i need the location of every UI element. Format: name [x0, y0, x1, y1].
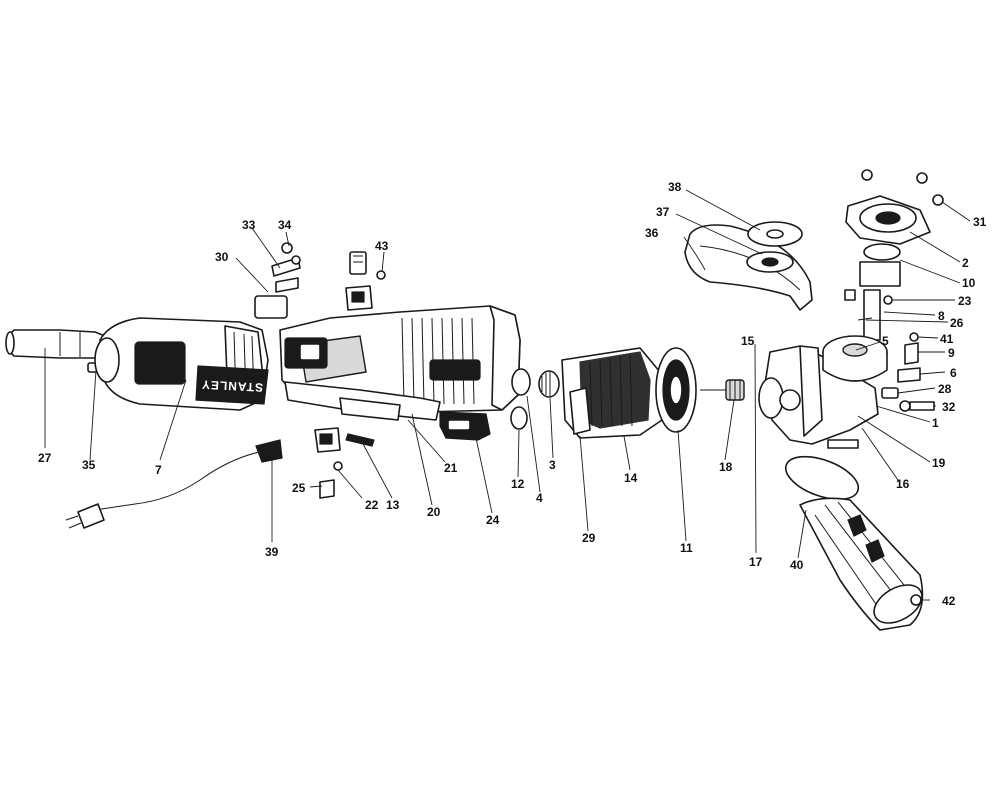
pinion-gear [700, 379, 745, 401]
callout-26: 26 [950, 316, 964, 330]
callout-10: 10 [962, 276, 976, 290]
callout-37: 37 [656, 205, 670, 219]
callout-34: 34 [278, 218, 292, 232]
motor-housing [279, 305, 521, 421]
callout-9: 9 [948, 346, 955, 360]
stator [655, 347, 697, 433]
callout-18: 18 [719, 460, 733, 474]
callout-29: 29 [582, 531, 596, 545]
callout-38: 38 [668, 180, 682, 194]
callout-2: 2 [962, 256, 969, 270]
gear-housing-screws [827, 387, 935, 449]
callout-23: 23 [958, 294, 972, 308]
rear-housing: STANLEY [94, 317, 269, 411]
armature [538, 347, 663, 439]
callout-28: 28 [938, 382, 952, 396]
callout-17: 17 [749, 555, 763, 569]
leader-lines [44, 189, 971, 601]
callout-40: 40 [790, 558, 804, 572]
callout-43: 43 [375, 239, 389, 253]
power-cord [65, 439, 283, 529]
fan-baffle [569, 387, 591, 435]
callout-32: 32 [942, 400, 956, 414]
callout-14: 14 [624, 471, 638, 485]
callout-39: 39 [265, 545, 279, 559]
callout-21: 21 [444, 461, 458, 475]
bevel-gear-head [822, 335, 888, 382]
callout-5: 5 [882, 334, 889, 348]
gear-housing [758, 345, 879, 445]
callout-36: 36 [645, 226, 659, 240]
spindle-hardware [844, 289, 893, 321]
callout-16: 16 [896, 477, 910, 491]
callout-22: 22 [365, 498, 379, 512]
callout-41: 41 [940, 332, 954, 346]
brand-label: STANLEY [201, 377, 264, 394]
switch-lock-parts [314, 427, 375, 499]
callout-1: 1 [932, 416, 939, 430]
callout-7: 7 [155, 463, 162, 477]
wheel-guard [684, 221, 813, 311]
callout-15: 15 [741, 334, 755, 348]
callout-13: 13 [386, 498, 400, 512]
callout-42: 42 [942, 594, 956, 608]
callout-25: 25 [292, 481, 306, 495]
callout-6: 6 [950, 366, 957, 380]
switch-bracket [254, 242, 301, 319]
callout-4: 4 [536, 491, 543, 505]
callout-8: 8 [938, 309, 945, 323]
callout-30: 30 [215, 250, 229, 264]
callout-3: 3 [549, 458, 556, 472]
callout-11: 11 [680, 541, 693, 555]
callout-24: 24 [486, 513, 500, 527]
side-handle [784, 455, 924, 631]
callout-31: 31 [973, 215, 987, 229]
bearings-rear [510, 368, 531, 430]
switch-contact-43 [345, 251, 386, 311]
callout-12: 12 [511, 477, 525, 491]
callout-20: 20 [427, 505, 441, 519]
switch-lever [439, 411, 491, 441]
spindle-lock [897, 332, 921, 383]
callout-35: 35 [82, 458, 96, 472]
spindle-assembly [845, 169, 944, 341]
callout-labels: 27 35 7 30 33 34 43 39 25 22 13 20 21 24… [38, 180, 987, 608]
callout-19: 19 [932, 456, 946, 470]
callout-33: 33 [242, 218, 256, 232]
callout-27: 27 [38, 451, 52, 465]
